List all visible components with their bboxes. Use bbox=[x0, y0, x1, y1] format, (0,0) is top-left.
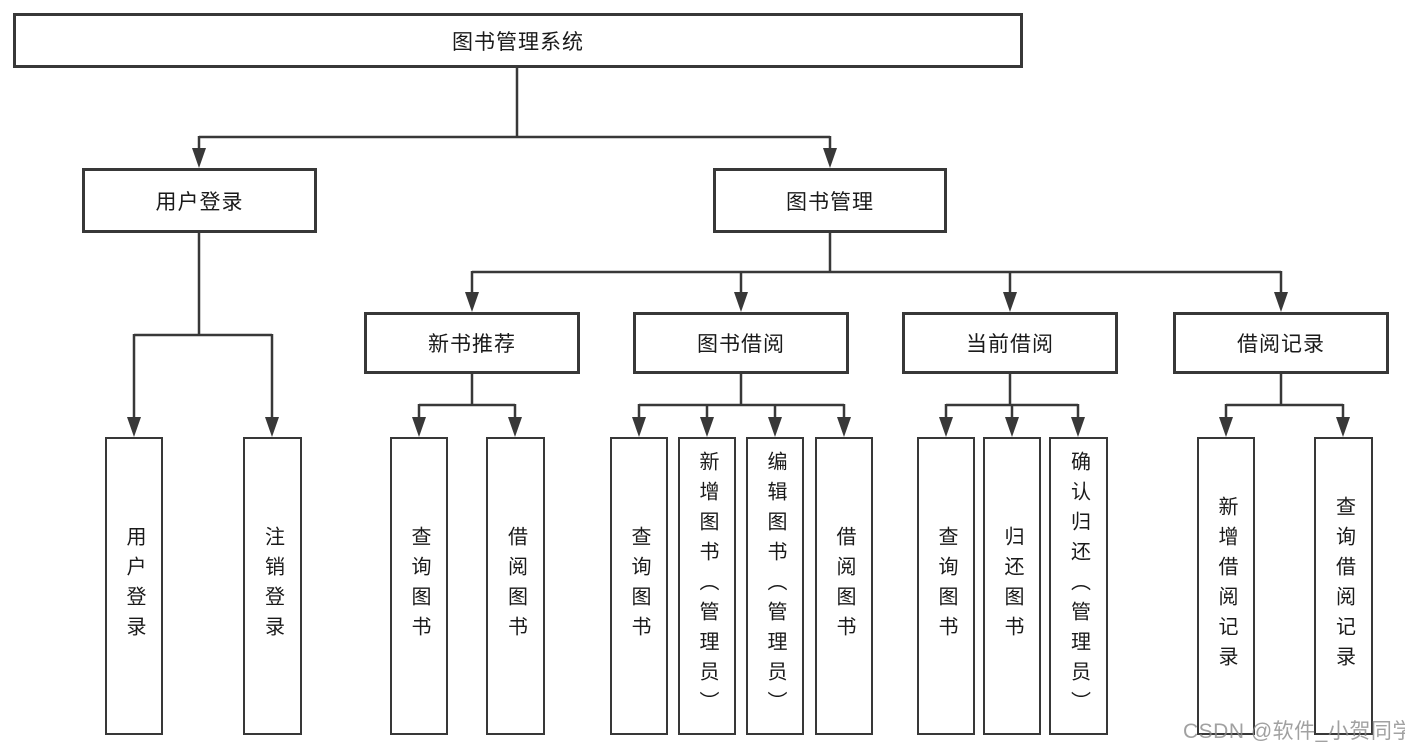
node-leaf-bb-borrow-books-label: 借阅图书 bbox=[833, 526, 855, 646]
node-root: 图书管理系统 bbox=[13, 13, 1023, 68]
node-leaf-br-add-record: 新增借阅记录 bbox=[1197, 437, 1255, 735]
node-leaf-cb-query-books: 查询图书 bbox=[917, 437, 975, 735]
node-leaf-cb-confirm-return-admin-label: 确认归还（管理员） bbox=[1067, 451, 1090, 721]
node-leaf-bb-add-books-admin: 新增图书（管理员） bbox=[678, 437, 736, 735]
node-leaf-user-login: 用户登录 bbox=[105, 437, 163, 735]
node-leaf-bb-edit-books-admin: 编辑图书（管理员） bbox=[746, 437, 804, 735]
watermark: CSDN @软件_小贺同学 bbox=[1183, 720, 1405, 743]
node-root-label: 图书管理系统 bbox=[452, 30, 584, 54]
node-leaf-nb-query-books-label: 查询图书 bbox=[408, 526, 430, 646]
node-leaf-cb-return-books-label: 归还图书 bbox=[1001, 526, 1023, 646]
node-new-book-recommend-label: 新书推荐 bbox=[428, 333, 516, 356]
node-leaf-br-query-record-label: 查询借阅记录 bbox=[1332, 496, 1355, 676]
node-new-book-recommend: 新书推荐 bbox=[364, 312, 580, 374]
node-book-management-label: 图书管理 bbox=[786, 190, 874, 214]
node-leaf-nb-borrow-books-label: 借阅图书 bbox=[504, 526, 527, 646]
node-leaf-cb-confirm-return-admin: 确认归还（管理员） bbox=[1049, 437, 1108, 735]
node-leaf-bb-query-books: 查询图书 bbox=[610, 437, 668, 735]
node-leaf-nb-borrow-books: 借阅图书 bbox=[486, 437, 545, 735]
node-borrowing-records: 借阅记录 bbox=[1173, 312, 1389, 374]
node-leaf-logout: 注销登录 bbox=[243, 437, 302, 735]
node-leaf-logout-label: 注销登录 bbox=[261, 526, 284, 646]
node-current-borrowing: 当前借阅 bbox=[902, 312, 1118, 374]
node-leaf-bb-add-books-admin-label: 新增图书（管理员） bbox=[696, 451, 718, 721]
node-leaf-bb-query-books-label: 查询图书 bbox=[628, 526, 650, 646]
node-borrowing-records-label: 借阅记录 bbox=[1237, 333, 1325, 356]
node-leaf-nb-query-books: 查询图书 bbox=[390, 437, 448, 735]
node-leaf-cb-return-books: 归还图书 bbox=[983, 437, 1041, 735]
node-leaf-br-query-record: 查询借阅记录 bbox=[1314, 437, 1373, 735]
node-book-borrowing: 图书借阅 bbox=[633, 312, 849, 374]
node-leaf-br-add-record-label: 新增借阅记录 bbox=[1215, 496, 1237, 676]
node-user-login: 用户登录 bbox=[82, 168, 317, 233]
node-leaf-user-login-label: 用户登录 bbox=[123, 526, 145, 646]
node-current-borrowing-label: 当前借阅 bbox=[966, 333, 1054, 356]
node-leaf-bb-borrow-books: 借阅图书 bbox=[815, 437, 873, 735]
node-book-management: 图书管理 bbox=[713, 168, 947, 233]
arrowhead-icons bbox=[127, 148, 1350, 437]
node-book-borrowing-label: 图书借阅 bbox=[697, 333, 785, 356]
node-user-login-label: 用户登录 bbox=[155, 190, 244, 214]
node-leaf-cb-query-books-label: 查询图书 bbox=[935, 526, 957, 646]
node-leaf-bb-edit-books-admin-label: 编辑图书（管理员） bbox=[764, 451, 786, 721]
